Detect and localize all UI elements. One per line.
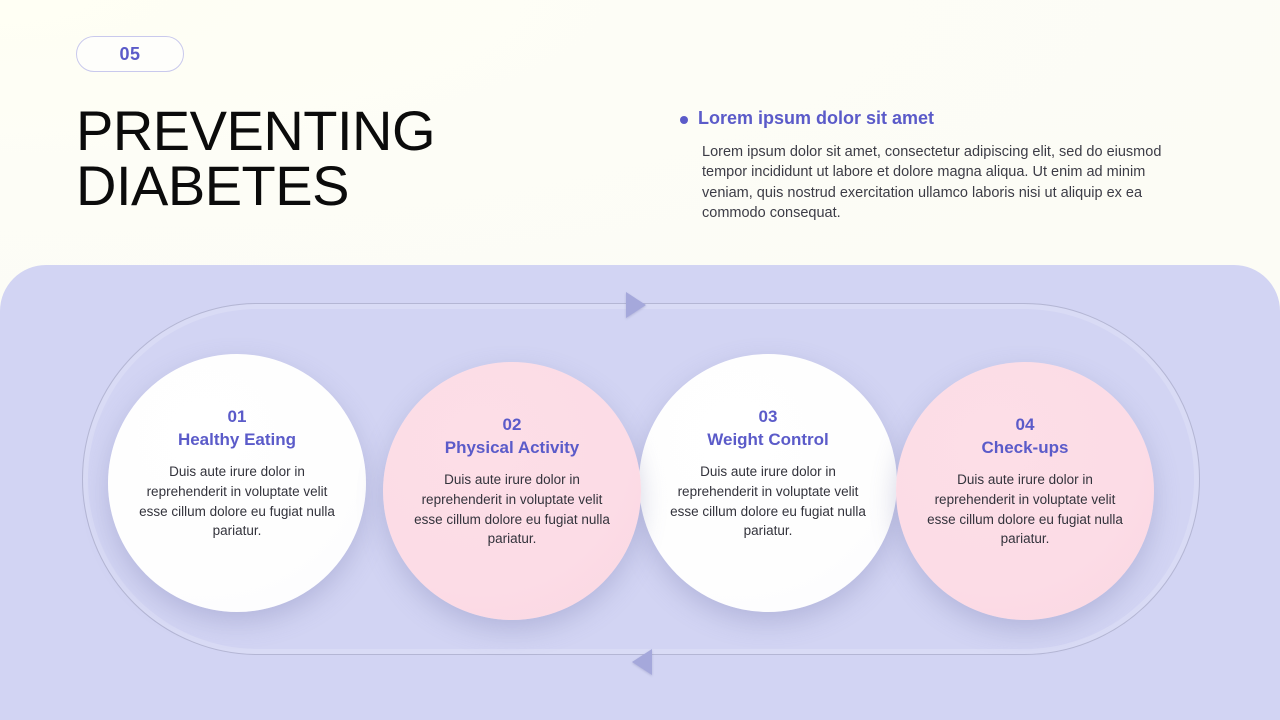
step-circle-04[interactable]: 04 Check-ups Duis aute irure dolor in re… xyxy=(896,362,1154,620)
flow-arrow-left-icon xyxy=(632,649,652,675)
step-title: Weight Control xyxy=(707,429,829,449)
intro-text-block: Lorem ipsum dolor sit amet Lorem ipsum d… xyxy=(680,108,1200,224)
section-number-label: 05 xyxy=(119,43,141,64)
step-title: Check-ups xyxy=(981,437,1069,457)
step-number: 02 xyxy=(502,415,522,434)
step-title: Healthy Eating xyxy=(177,429,297,449)
step-circle-03[interactable]: 03 Weight Control Duis aute irure dolor … xyxy=(639,354,897,612)
flow-arrow-right-icon xyxy=(626,292,646,318)
intro-paragraph: Lorem ipsum dolor sit amet, consectetur … xyxy=(702,143,1162,222)
intro-heading: Lorem ipsum dolor sit amet xyxy=(698,108,935,128)
step-circle-01[interactable]: 01 Healthy Eating Duis aute irure dolor … xyxy=(108,354,366,612)
section-number-badge: 05 xyxy=(76,36,184,72)
page-title-line-1: PREVENTING xyxy=(76,99,436,162)
step-description: Duis aute irure dolor in reprehenderit i… xyxy=(670,464,866,539)
step-description: Duis aute irure dolor in reprehenderit i… xyxy=(414,472,610,547)
page-title-line-2: DIABETES xyxy=(76,153,349,217)
step-number: 04 xyxy=(1015,415,1035,434)
intro-heading-row: Lorem ipsum dolor sit amet xyxy=(680,108,1200,130)
step-number: 03 xyxy=(758,407,778,426)
step-description: Duis aute irure dolor in reprehenderit i… xyxy=(927,472,1123,547)
step-circle-02[interactable]: 02 Physical Activity Duis aute irure dol… xyxy=(383,362,641,620)
page-title: PREVENTING DIABETES xyxy=(76,99,676,217)
step-description: Duis aute irure dolor in reprehenderit i… xyxy=(139,464,335,539)
bullet-dot-icon xyxy=(680,116,688,124)
step-title: Physical Activity xyxy=(444,437,580,457)
header-background xyxy=(0,0,1280,300)
step-number: 01 xyxy=(227,407,247,426)
